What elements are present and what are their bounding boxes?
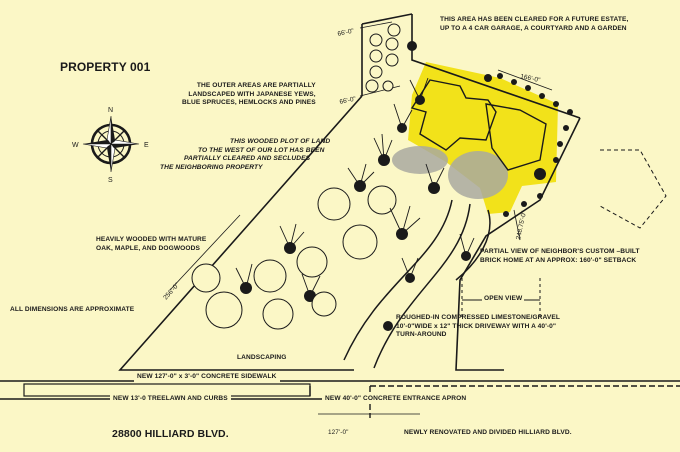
compass-south: S [108,177,113,184]
note-wooded-plot: THIS WOODED PLOT OF LAND TO THE WEST OF … [150,138,330,172]
dimension-lines [169,21,553,415]
note-line: TO THE WEST OF OUR LOT HAS BEEN [198,146,325,154]
note-entrance-apron: NEW 40'-0" CONCRETE ENTRANCE APRON [322,395,470,404]
dim-256: 256'-0" [162,281,181,301]
compass-west: W [72,142,79,149]
note-renovated-blvd: NEWLY RENOVATED AND DIVIDED HILLIARD BLV… [404,429,572,436]
estate-building-outline [410,79,547,171]
compass-rose [82,115,140,173]
note-line: 10'-0"WIDE x 12" THICK DRIVEWAY WITH A 4… [396,322,557,330]
gravel-turnaround [448,151,508,199]
compass-east: E [144,142,149,149]
note-line: LANDSCAPED WITH JAPANESE YEWS, [188,90,316,98]
note-line: HEAVILY WOODED WITH MATURE [96,236,207,243]
note-line: ROUGHED-IN COMPRESSED LIMESTONE/GRAVEL [396,314,561,321]
shrub-row [365,23,401,93]
dim-248: 248.75'-0" [515,210,528,241]
note-treelawn: NEW 13'-0 TREELAWN AND CURBS [110,395,231,404]
large-bushes [191,185,397,330]
note-outer-areas: THE OUTER AREAS ARE PARTIALLY LANDSCAPED… [182,82,316,108]
note-line: BRICK HOME AT AN APPROX: 160'-0" SETBACK [480,256,637,264]
note-line: THE OUTER AREAS ARE PARTIALLY [196,82,316,89]
note-line: UP TO A 4 CAR GARAGE, A COURTYARD AND A … [440,24,627,32]
note-line: THIS AREA HAS BEEN CLEARED FOR A FUTURE … [440,16,629,23]
driveway [343,199,491,369]
tree-branches [235,77,475,297]
property-title: PROPERTY 001 [60,60,151,74]
note-heavily-wooded: HEAVILY WOODED WITH MATURE OAK, MAPLE, A… [96,236,206,253]
note-line: THIS WOODED PLOT OF LAND [230,138,331,145]
note-neighbor-view: PARTIAL VIEW OF NEIGHBOR'S CUSTOM –BUILT… [480,248,640,265]
note-driveway: ROUGHED-IN COMPRESSED LIMESTONE/GRAVEL 1… [396,314,560,340]
note-line: OAK, MAPLE, AND DOGWOODS [96,244,200,252]
address-label: 28800 HILLIARD BLVD. [112,428,229,440]
dim-166: 166'-0" [520,73,542,84]
cleared-estate-area [408,62,558,214]
neighbor-house-outline [599,149,667,229]
note-open-view: OPEN VIEW [482,295,525,304]
note-line: PARTIAL VIEW OF NEIGHBOR'S CUSTOM –BUILT [480,248,640,255]
note-line: THE NEIGHBORING PROPERTY [160,163,263,171]
note-line: TURN-AROUND [396,331,447,339]
tree-dots [240,41,546,331]
compass-north: N [108,107,113,114]
note-line: PARTIALLY CLEARED AND SECLUDES [184,155,311,163]
note-landscaping: LANDSCAPING [234,354,290,363]
estate-shrubs [497,73,573,217]
note-cleared-area: THIS AREA HAS BEEN CLEARED FOR A FUTURE … [440,16,628,33]
dim-127: 127'-0" [328,429,349,436]
note-line: BLUE SPRUCES, HEMLOCKS AND PINES [182,99,316,107]
dim-66-top: 66'-0" [337,28,355,38]
dim-66-mid: 66'-0" [339,96,357,106]
gravel-patch [392,146,448,174]
note-approximate: ALL DIMENSIONS ARE APPROXIMATE [10,306,135,313]
note-sidewalk: NEW 127'-0" x 3'-0" CONCRETE SIDEWALK [134,373,280,382]
lot-boundary [118,13,581,371]
